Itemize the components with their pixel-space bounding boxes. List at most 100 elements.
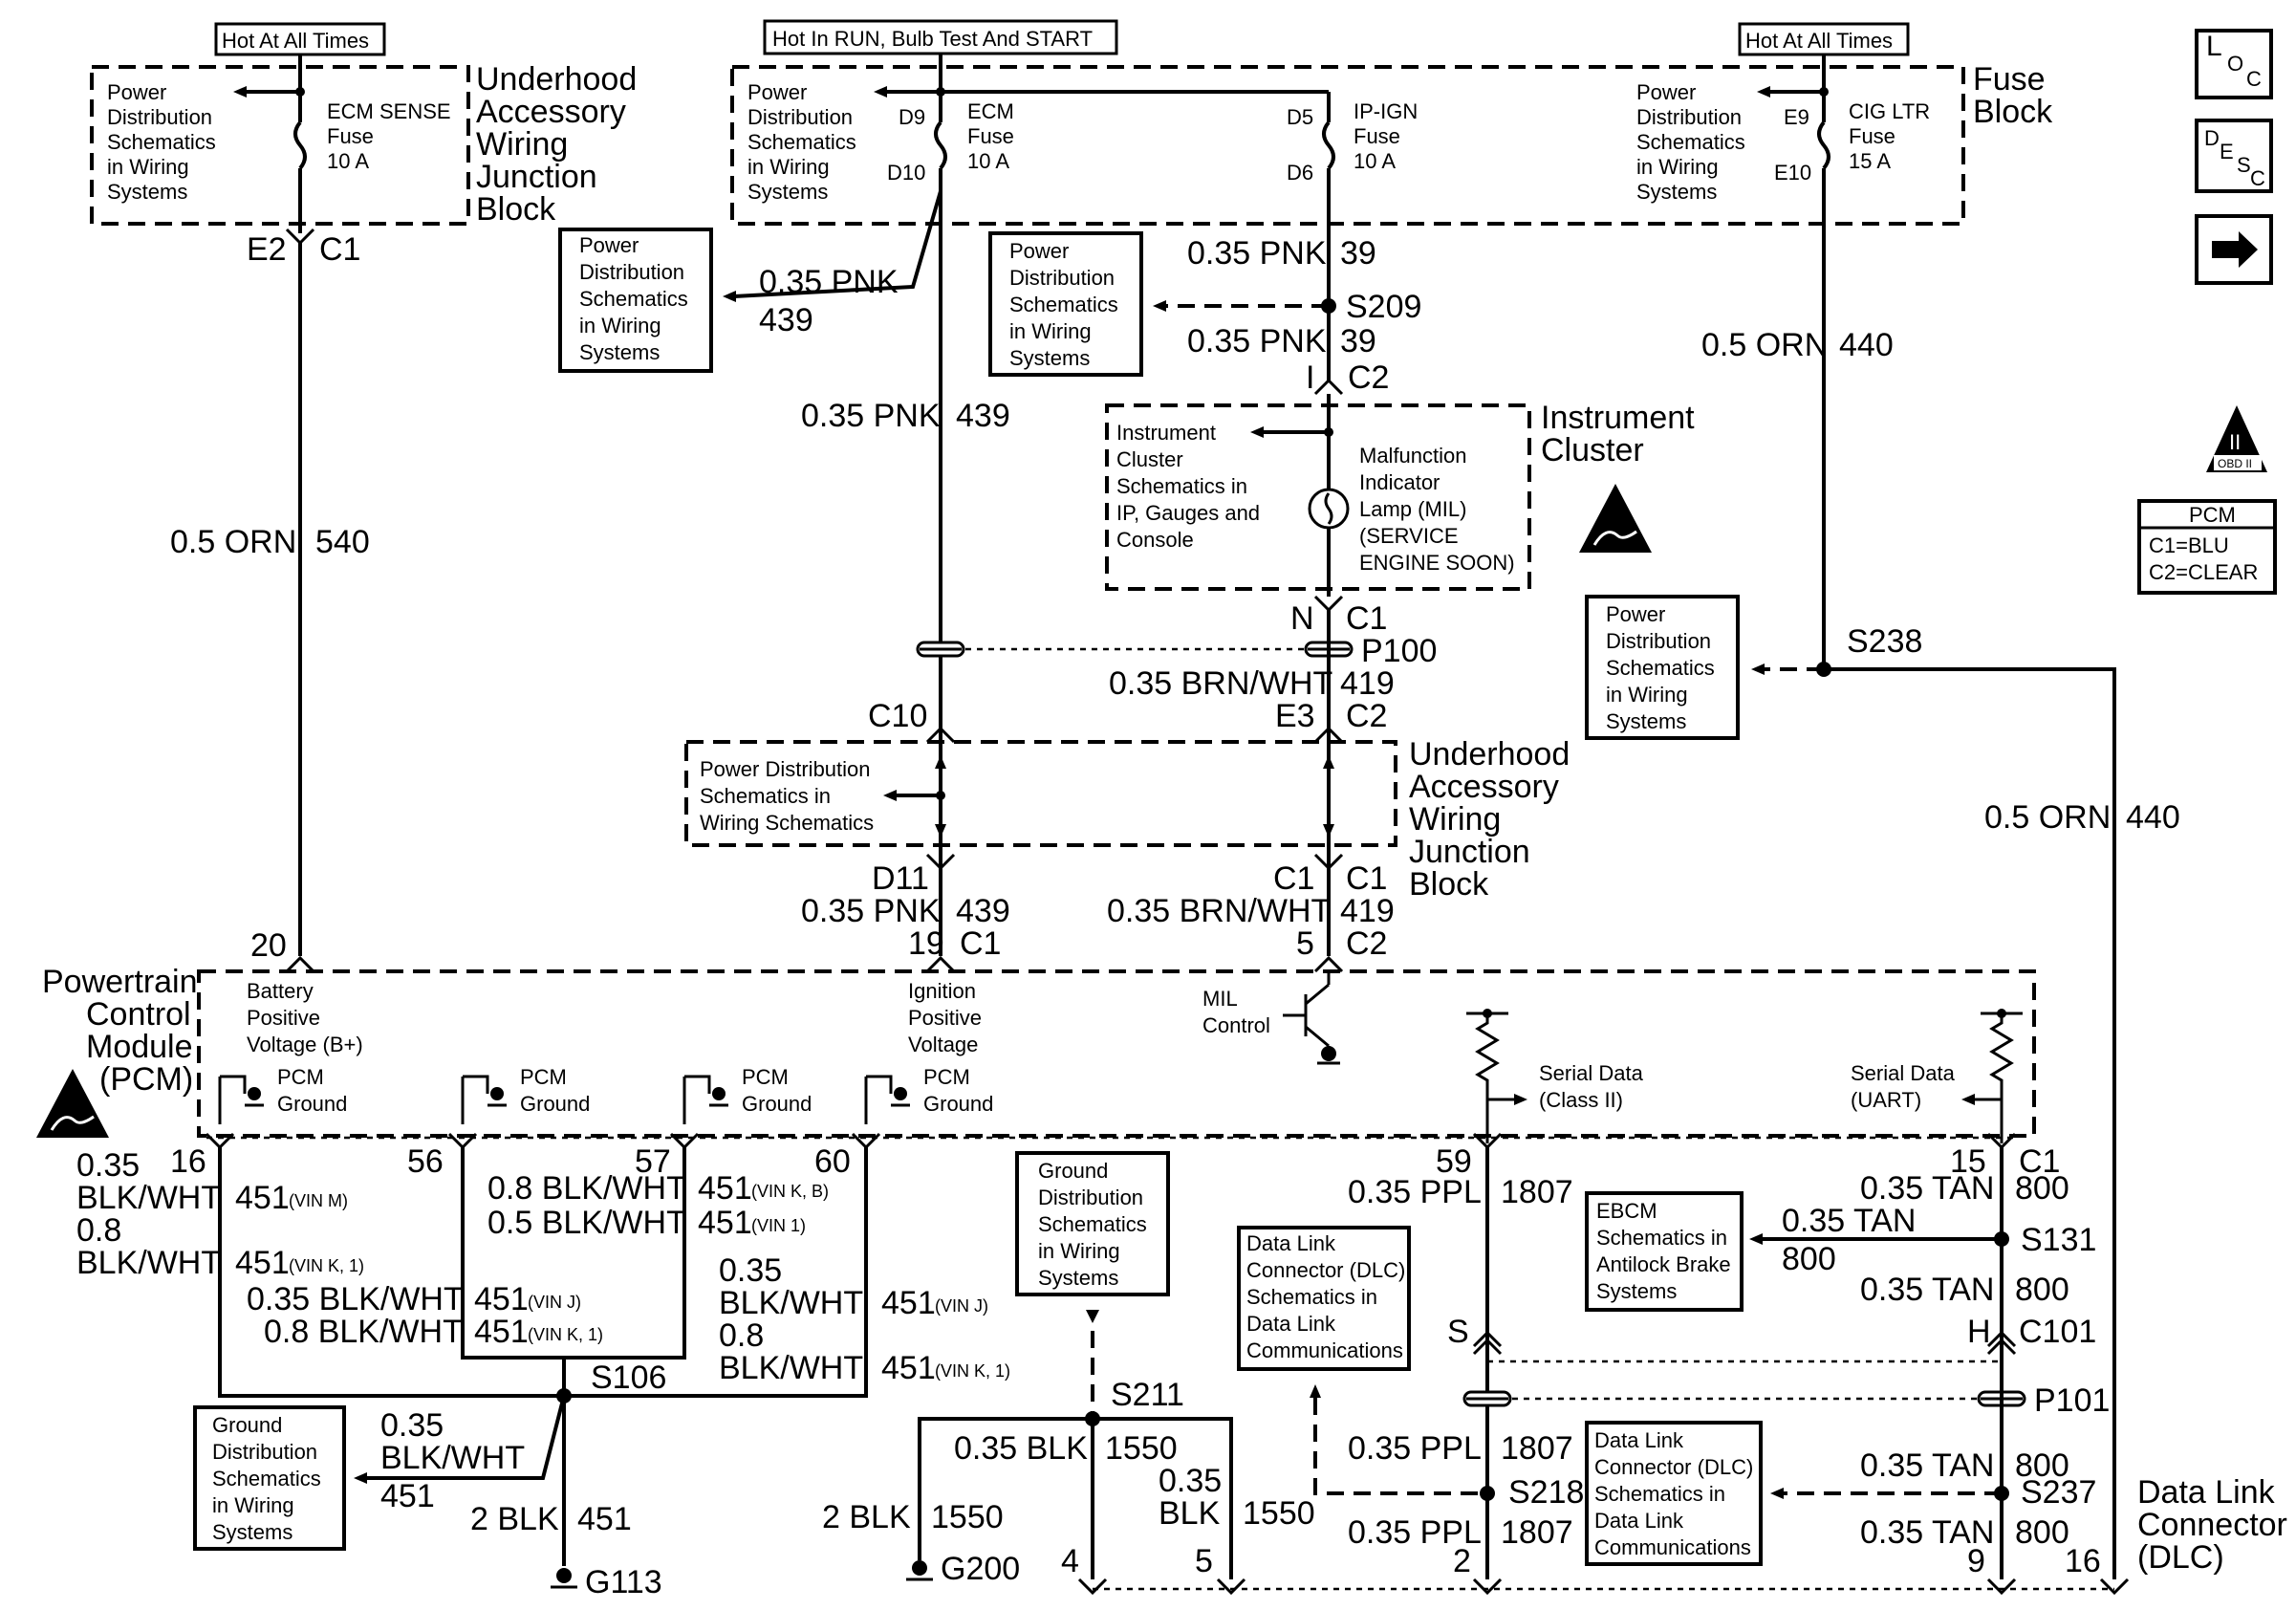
svg-text:Schematics: Schematics (1606, 656, 1715, 680)
svg-text:0.35 PNK: 0.35 PNK (759, 264, 899, 300)
passthrough-p100 (916, 641, 1354, 658)
svg-text:0.5 ORN: 0.5 ORN (1984, 799, 2111, 836)
passthrough-p101 (1462, 1390, 2026, 1407)
svg-text:E2: E2 (247, 231, 287, 268)
svg-text:Fuse: Fuse (1354, 124, 1400, 148)
svg-text:Schematics: Schematics (107, 130, 216, 154)
svg-text:(VIN K, 1): (VIN K, 1) (935, 1361, 1010, 1381)
svg-text:Schematics: Schematics (1038, 1212, 1147, 1236)
dlc-box-upper (1237, 1226, 1411, 1371)
svg-text:ECM: ECM (967, 99, 1014, 123)
svg-text:S106: S106 (591, 1360, 666, 1396)
location-icon[interactable]: L O C (2195, 29, 2273, 99)
ecm-sense-fuse-icon (293, 120, 307, 170)
svg-text:5: 5 (1195, 1543, 1213, 1579)
svg-text:0.35 BLK/WHT: 0.35 BLK/WHT (247, 1281, 464, 1317)
svg-text:Wiring Schematics: Wiring Schematics (700, 811, 874, 835)
svg-text:S: S (1447, 1314, 1469, 1350)
svg-text:Data Link: Data Link (1594, 1509, 1684, 1533)
svg-text:Power: Power (747, 80, 807, 104)
hot-in-run-label: Hot In RUN, Bulb Test And START (772, 27, 1093, 51)
svg-text:E: E (2220, 140, 2234, 163)
svg-text:Connector (DLC): Connector (DLC) (1246, 1258, 1405, 1282)
svg-text:Systems: Systems (1636, 180, 1717, 204)
svg-text:E9: E9 (1784, 105, 1809, 129)
obd-ii-icon: II OBD II (2206, 405, 2267, 472)
ground-g113-icon (556, 1568, 572, 1583)
svg-text:Lamp (MIL): Lamp (MIL) (1359, 497, 1466, 521)
svg-text:Distribution: Distribution (1009, 266, 1115, 290)
svg-text:Block: Block (1409, 866, 1489, 903)
svg-text:IP-IGN: IP-IGN (1354, 99, 1418, 123)
svg-text:Control: Control (86, 996, 191, 1033)
svg-text:15: 15 (1950, 1143, 1986, 1180)
svg-text:Distribution: Distribution (212, 1440, 317, 1464)
svg-text:0.5 ORN: 0.5 ORN (170, 524, 296, 560)
svg-text:(VIN K, 1): (VIN K, 1) (528, 1325, 603, 1344)
svg-text:451: 451 (881, 1285, 936, 1321)
svg-text:Voltage (B+): Voltage (B+) (247, 1033, 363, 1056)
fuse-block-label: Fuse Block (1973, 61, 2053, 130)
svg-text:IP, Gauges and: IP, Gauges and (1116, 501, 1260, 525)
pcm-ground-3: PCM Ground (682, 1065, 812, 1124)
svg-text:Schematics: Schematics (1009, 293, 1118, 316)
mil-text: Malfunction Indicator Lamp (MIL) (SERVIC… (1359, 444, 1515, 575)
svg-text:Positive: Positive (247, 1006, 320, 1030)
svg-text:1550: 1550 (1105, 1430, 1178, 1467)
pds-box-s238 (1585, 595, 1740, 740)
description-icon[interactable]: D E S C (2195, 119, 2273, 193)
svg-text:D: D (2204, 126, 2220, 150)
svg-text:Power: Power (107, 80, 166, 104)
svg-text:BLK/WHT: BLK/WHT (719, 1350, 863, 1386)
cig-ltr-fuse-icon (1817, 120, 1830, 170)
pcm-label: Powertrain Control Module (PCM) (42, 964, 198, 1098)
svg-text:(PCM): (PCM) (99, 1061, 193, 1098)
svg-text:Junction: Junction (476, 159, 597, 195)
fuse-block-box (730, 65, 1965, 226)
svg-text:CIG LTR: CIG LTR (1849, 99, 1930, 123)
svg-text:Distribution: Distribution (1038, 1186, 1143, 1209)
ebcm-box-text: EBCM Schematics in Antilock Brake System… (1596, 1199, 1731, 1303)
pds-ws-text: Power Distribution Schematics in Wiring … (700, 757, 874, 835)
serial-data-uart-resistor: Serial Data (UART) (1851, 1009, 2023, 1143)
svg-text:BLK/WHT: BLK/WHT (380, 1440, 525, 1476)
svg-text:P101: P101 (2034, 1382, 2110, 1419)
svg-text:C2: C2 (1346, 925, 1387, 962)
svg-text:(DLC): (DLC) (2137, 1539, 2224, 1576)
esd-sensitive-icon (1579, 484, 1652, 553)
gds-box-s211 (1015, 1151, 1170, 1296)
hot-at-all-times-left: Hot At All Times (222, 29, 369, 53)
svg-text:2: 2 (1453, 1543, 1471, 1579)
svg-text:Systems: Systems (1596, 1279, 1677, 1303)
svg-text:II: II (2229, 430, 2241, 454)
svg-text:D5: D5 (1287, 105, 1313, 129)
svg-text:451: 451 (474, 1314, 529, 1350)
svg-text:G200: G200 (941, 1551, 1020, 1587)
svg-text:0.35 BRN/WHT: 0.35 BRN/WHT (1109, 665, 1332, 702)
svg-text:MIL: MIL (1202, 987, 1238, 1011)
svg-text:Distribution: Distribution (747, 105, 853, 129)
instrument-cluster-box (1105, 403, 1531, 591)
svg-text:Power Distribution: Power Distribution (700, 757, 871, 781)
svg-text:Communications: Communications (1246, 1338, 1403, 1362)
svg-text:(VIN K, 1): (VIN K, 1) (289, 1256, 364, 1275)
svg-text:59: 59 (1436, 1143, 1472, 1180)
svg-text:Underhood: Underhood (476, 61, 637, 98)
svg-text:S209: S209 (1346, 289, 1421, 325)
svg-text:in Wiring: in Wiring (747, 155, 830, 179)
instrument-cluster-label: Instrument Cluster (1541, 400, 1695, 468)
svg-text:Indicator: Indicator (1359, 470, 1440, 494)
svg-text:EBCM: EBCM (1596, 1199, 1657, 1223)
svg-text:440: 440 (2126, 799, 2180, 836)
svg-text:BLK/WHT: BLK/WHT (76, 1245, 221, 1281)
svg-text:0.35 PNK: 0.35 PNK (1187, 323, 1327, 359)
svg-text:BLK/WHT: BLK/WHT (76, 1180, 221, 1216)
svg-text:Accessory: Accessory (1409, 769, 1559, 805)
svg-text:N: N (1290, 600, 1314, 637)
next-arrow-icon[interactable] (2195, 214, 2273, 285)
svg-text:in Wiring: in Wiring (212, 1493, 294, 1517)
svg-text:15 A: 15 A (1849, 149, 1891, 173)
svg-text:ECM SENSE: ECM SENSE (327, 99, 451, 123)
svg-text:0.35 TAN: 0.35 TAN (1860, 1272, 1994, 1308)
